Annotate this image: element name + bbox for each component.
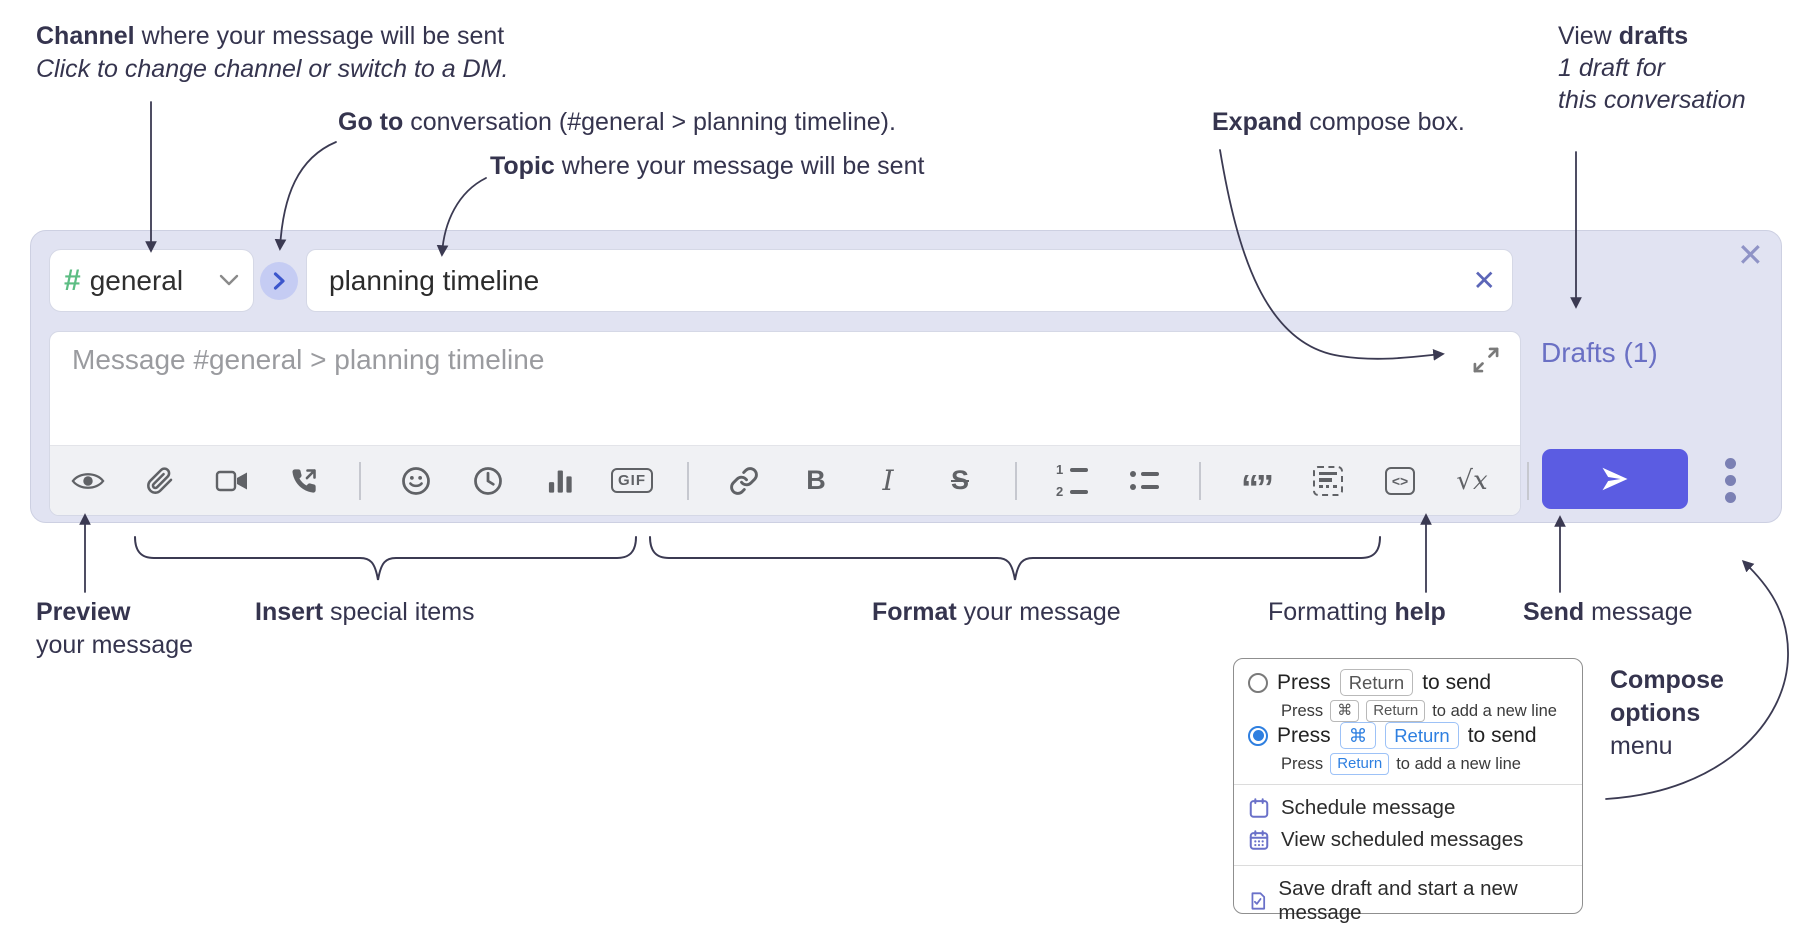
send-button[interactable] bbox=[1542, 449, 1688, 509]
quote-button[interactable]: “” bbox=[1241, 466, 1274, 508]
toolbar-divider bbox=[359, 461, 361, 500]
gif-icon: GIF bbox=[611, 468, 653, 493]
channel-name: general bbox=[89, 264, 184, 296]
topic-input-box: ✕ bbox=[306, 249, 1513, 312]
time-button[interactable] bbox=[471, 461, 505, 501]
goto-annotation: Go to conversation (#general > planning … bbox=[338, 108, 896, 136]
menu-item-schedule-message[interactable]: Schedule message bbox=[1248, 792, 1568, 824]
option-cmd-return-subtext: Press Return to add a new line bbox=[1281, 753, 1568, 775]
compose-box: # general ✕ bbox=[30, 230, 1782, 523]
phone-call-icon bbox=[292, 468, 316, 493]
channel-annotation: Channel where your message will be sent … bbox=[36, 22, 509, 83]
poll-button[interactable] bbox=[543, 461, 577, 501]
toolbar-divider bbox=[1527, 461, 1529, 500]
bold-button[interactable]: B bbox=[806, 465, 826, 495]
paperclip-icon bbox=[147, 466, 173, 494]
numbered-list-button[interactable]: 1 2 bbox=[1055, 461, 1089, 501]
draft-check-icon bbox=[1251, 892, 1266, 910]
link-button[interactable] bbox=[727, 461, 761, 501]
formatting-help-annotation: Formatting help bbox=[1268, 598, 1446, 626]
send-annotation: Send message bbox=[1523, 598, 1693, 626]
topic-annotation: Topic where your message will be sent bbox=[490, 152, 925, 180]
goto-conversation-button[interactable] bbox=[260, 262, 298, 300]
calendar-grid-icon bbox=[1249, 830, 1269, 850]
kbd-cmd: ⌘ bbox=[1330, 700, 1360, 722]
chevron-right-icon bbox=[273, 272, 285, 290]
smiley-icon bbox=[402, 466, 430, 495]
clear-topic-icon[interactable]: ✕ bbox=[1472, 264, 1496, 296]
kbd-return: Return bbox=[1330, 753, 1390, 775]
bulleted-list-button[interactable] bbox=[1127, 461, 1161, 501]
chevron-down-icon bbox=[219, 274, 239, 287]
menu-item-save-draft[interactable]: Save draft and start a new message bbox=[1248, 873, 1568, 929]
code-icon: <> bbox=[1385, 466, 1415, 495]
spoiler-button[interactable] bbox=[1311, 461, 1345, 501]
compose-options-button[interactable] bbox=[1715, 456, 1745, 505]
strikethrough-button[interactable]: S bbox=[950, 465, 969, 495]
video-call-button[interactable] bbox=[215, 461, 249, 501]
drafts-link[interactable]: Drafts (1) bbox=[1541, 337, 1658, 368]
topic-input[interactable] bbox=[329, 264, 1473, 297]
compose-toolbar: GIF B I S 1 2 bbox=[50, 445, 1593, 515]
view-drafts-annotation: View drafts 1 draft for this conversatio… bbox=[1558, 22, 1746, 114]
option-return-to-send[interactable]: Press Return to send bbox=[1248, 669, 1568, 696]
radio-unselected-icon[interactable] bbox=[1248, 672, 1268, 693]
bar-chart-icon bbox=[548, 470, 572, 493]
emoji-button[interactable] bbox=[399, 461, 433, 501]
toolbar-divider bbox=[1015, 461, 1017, 500]
italic-button[interactable]: I bbox=[882, 464, 894, 497]
preview-annotation: Preview your message bbox=[36, 598, 194, 659]
dot-icon bbox=[1724, 475, 1736, 486]
spoiler-icon bbox=[1313, 465, 1343, 496]
close-compose-icon[interactable]: ✕ bbox=[1737, 237, 1764, 273]
dot-icon bbox=[1724, 492, 1736, 503]
link-icon bbox=[730, 466, 758, 495]
brace-insert bbox=[134, 536, 637, 581]
menu-item-view-scheduled[interactable]: View scheduled messages bbox=[1248, 824, 1568, 856]
toolbar-divider bbox=[1199, 461, 1201, 500]
expand-annotation: Expand compose box. bbox=[1212, 108, 1465, 136]
send-plane-icon bbox=[1602, 467, 1628, 491]
math-button[interactable]: √x bbox=[1456, 465, 1488, 496]
menu-divider bbox=[1234, 865, 1582, 866]
radio-selected-icon[interactable] bbox=[1248, 725, 1268, 746]
preview-button[interactable] bbox=[71, 461, 105, 501]
toolbar-divider bbox=[687, 461, 689, 500]
kbd-return: Return bbox=[1385, 722, 1459, 749]
compose-options-menu: Press Return to send Press ⌘ Return to a… bbox=[1233, 658, 1583, 924]
kbd-cmd: ⌘ bbox=[1339, 722, 1377, 749]
message-box: GIF B I S 1 2 bbox=[49, 331, 1593, 516]
attach-file-button[interactable] bbox=[143, 461, 177, 501]
expand-compose-icon[interactable] bbox=[1472, 346, 1500, 374]
compose-options-annotation: Compose options menu bbox=[1610, 666, 1724, 760]
brace-format bbox=[649, 536, 1381, 581]
numbered-list-icon: 1 2 bbox=[1056, 462, 1088, 499]
kbd-return: Return bbox=[1339, 669, 1414, 696]
format-annotation: Format your message bbox=[872, 598, 1121, 626]
eye-icon bbox=[71, 472, 105, 489]
option-return-subtext: Press ⌘ Return to add a new line bbox=[1281, 700, 1568, 722]
channel-hash-icon: # bbox=[64, 263, 81, 297]
clock-icon bbox=[474, 466, 502, 495]
option-cmd-return-to-send[interactable]: Press ⌘ Return to send bbox=[1248, 722, 1568, 749]
gif-button[interactable]: GIF bbox=[611, 461, 653, 501]
bulleted-list-icon bbox=[1129, 471, 1159, 490]
dot-icon bbox=[1724, 458, 1736, 469]
menu-divider bbox=[1234, 784, 1582, 785]
channel-selector[interactable]: # general bbox=[49, 249, 254, 312]
voice-call-button[interactable] bbox=[287, 461, 321, 501]
video-camera-icon bbox=[215, 470, 247, 491]
kbd-return: Return bbox=[1366, 700, 1426, 722]
insert-annotation: Insert special items bbox=[255, 598, 475, 626]
code-button[interactable]: <> bbox=[1383, 461, 1417, 501]
message-input[interactable] bbox=[50, 332, 1520, 445]
calendar-icon bbox=[1249, 798, 1269, 818]
